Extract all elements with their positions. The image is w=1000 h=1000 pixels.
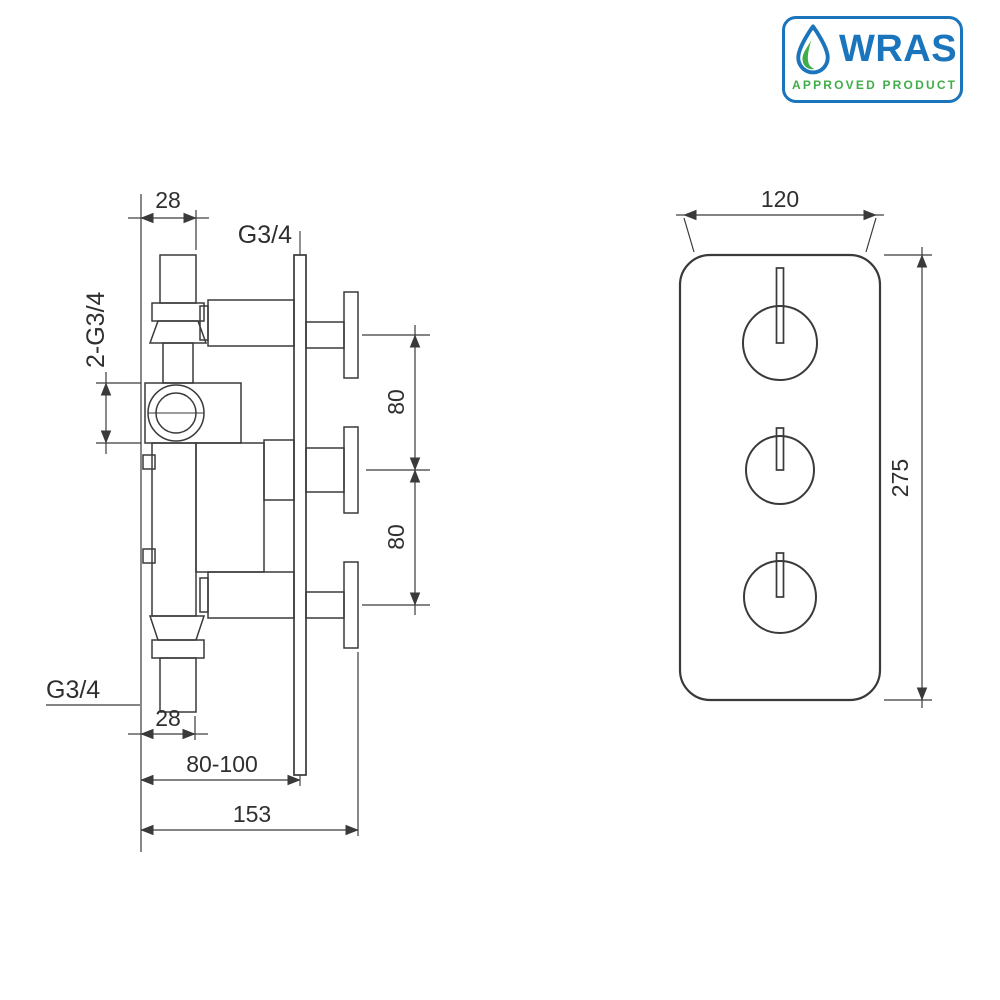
dim-label-spacing-upper: 80	[383, 389, 409, 415]
bottom-cartridge	[199, 571, 295, 619]
knob-top-lever	[775, 267, 785, 344]
knob-middle-lever	[775, 427, 785, 471]
dim-label-depth-range: 80-100	[186, 751, 258, 777]
dim-label-total-depth: 153	[233, 801, 271, 827]
top-cartridge	[199, 299, 295, 347]
wras-badge-row: WRAS	[792, 23, 957, 75]
dim-label-top-offset: 28	[155, 187, 181, 213]
control-knob-top-side	[305, 291, 359, 379]
wras-approved-badge: WRAS APPROVED PRODUCT	[782, 16, 963, 103]
knob-top-front	[742, 305, 818, 381]
dim-label-plate-width: 120	[761, 186, 799, 212]
top-inlet-pipe	[148, 254, 208, 384]
wras-title: WRAS	[839, 28, 958, 70]
label-inlet-threads: 2-G3/4	[82, 291, 110, 368]
valve-front-view	[678, 253, 882, 702]
knob-bottom-front	[743, 560, 817, 634]
valve-body	[142, 439, 295, 617]
knob-bottom-lever	[775, 552, 785, 598]
side-view-dimensions	[46, 210, 430, 836]
dim-label-plate-height: 275	[887, 459, 913, 497]
knob-middle-front	[745, 435, 815, 505]
side-inlet-port	[144, 382, 242, 444]
label-bottom-thread: G3/4	[46, 676, 100, 704]
dim-label-spacing-lower: 80	[383, 524, 409, 550]
valve-side-view	[140, 194, 359, 852]
front-view-dimensions	[676, 209, 932, 708]
bottom-inlet-pipe	[148, 615, 206, 713]
mounting-plate-side	[293, 231, 307, 786]
control-knob-middle-side	[305, 426, 359, 514]
label-outlet-thread: G3/4	[238, 221, 292, 249]
dim-label-bottom-offset: 28	[155, 705, 181, 731]
face-plate	[678, 253, 882, 702]
wras-water-drop-icon	[796, 24, 830, 75]
control-knob-bottom-side	[305, 561, 359, 649]
wras-subtitle: APPROVED PRODUCT	[792, 78, 958, 92]
